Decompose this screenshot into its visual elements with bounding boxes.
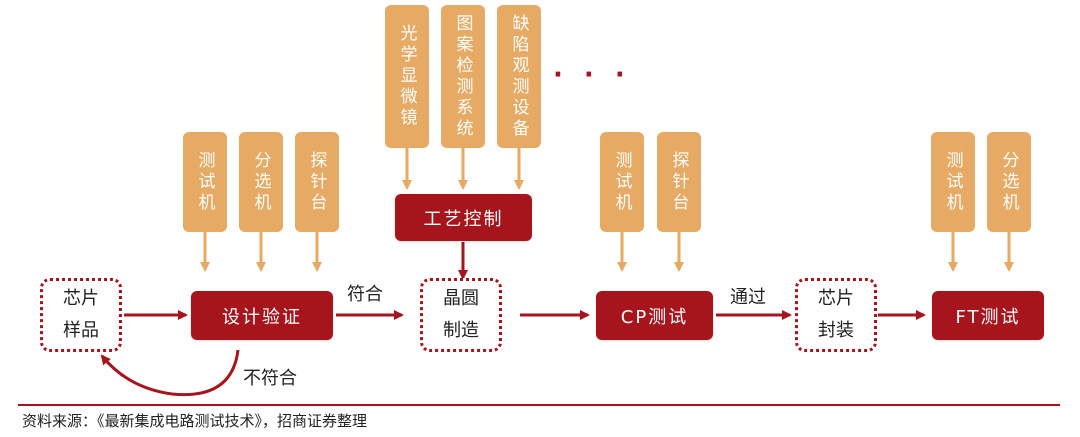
equip-sorter-ft: 分选机 <box>987 132 1031 232</box>
equip-prober-design: 探针台 <box>295 132 339 232</box>
node-chip-package-label: 芯片封装 <box>818 288 854 341</box>
node-cp-test: CP测试 <box>596 291 713 340</box>
node-wafer-mfg-label: 晶圆制造 <box>443 288 479 341</box>
node-ft-test: FT测试 <box>932 291 1044 340</box>
label-pass-design: 符合 <box>347 284 383 305</box>
node-chip-package: 芯片封装 <box>795 278 877 352</box>
node-chip-sample-label: 芯片样品 <box>63 288 99 341</box>
equip-sorter-design: 分选机 <box>239 132 283 232</box>
source-note: 资料来源：《最新集成电路测试技术》，招商证券整理 <box>22 412 368 430</box>
equip-prober-cp: 探针台 <box>657 132 701 232</box>
equip-tester-ft: 测试机 <box>931 132 975 232</box>
node-process-control: 工艺控制 <box>395 194 532 241</box>
arrow-fail-feedback <box>100 349 240 397</box>
node-chip-sample: 芯片样品 <box>40 278 122 352</box>
label-pass-cp: 通过 <box>730 287 766 308</box>
more-equipment-ellipsis: · · · <box>553 60 631 90</box>
node-wafer-mfg: 晶圆制造 <box>420 278 502 352</box>
equip-tester-cp: 测试机 <box>600 132 644 232</box>
equip-tester-design: 测试机 <box>183 132 227 232</box>
node-design-verify: 设计验证 <box>191 291 333 340</box>
label-fail-design: 不符合 <box>243 368 297 389</box>
equip-defect-review: 缺陷观测设备 <box>497 5 541 148</box>
equip-optical-microscope: 光学显微镜 <box>385 5 429 148</box>
source-divider <box>18 404 1060 406</box>
equip-pattern-inspection: 图案检测系统 <box>441 5 485 148</box>
